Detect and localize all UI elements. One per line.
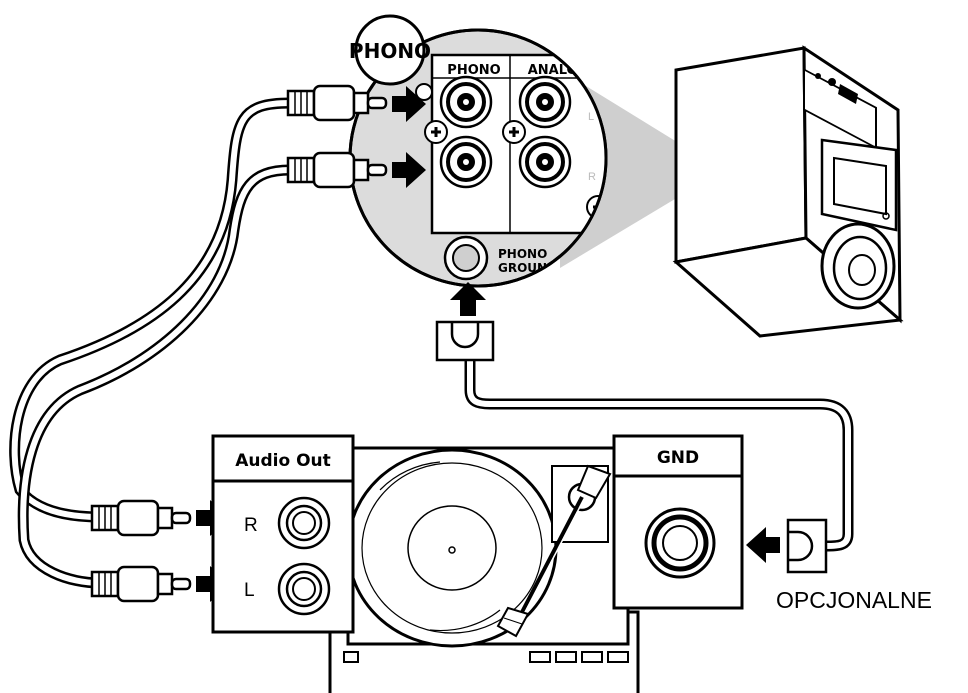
analog-jack-left <box>518 75 572 129</box>
phono-badge: PHONO <box>349 14 431 86</box>
gnd-title: GND <box>657 448 699 468</box>
arrow-up-icon <box>450 282 486 316</box>
arrow-right-icon <box>392 152 426 188</box>
audio-out-panel: Audio Out R L <box>211 434 355 634</box>
screw-icon <box>424 120 448 144</box>
arrow-right-icon <box>392 86 426 122</box>
analog-jack-right <box>518 135 572 189</box>
speaker <box>560 45 904 338</box>
rca-plug <box>90 499 192 537</box>
phono-ground-label-line1: PHONO <box>498 247 547 261</box>
rca-plug <box>286 84 388 122</box>
analog-header: ANALOG <box>528 63 589 78</box>
left-channel-mark: L <box>588 111 594 123</box>
arrow-left-icon <box>746 527 780 563</box>
tonearm <box>496 464 612 638</box>
ground-wire <box>435 282 854 574</box>
spade-connector <box>435 320 495 362</box>
gnd-terminal <box>644 507 716 579</box>
speaker-input-panel-zoom: PHONO ANALOG L R PHONO GROUND PHONO <box>348 14 608 288</box>
rca-plug <box>286 151 388 189</box>
screw-icon <box>415 83 433 101</box>
right-channel-mark: R <box>588 171 596 183</box>
phono-badge-text: PHONO <box>349 39 431 63</box>
phono-jack-right <box>439 135 493 189</box>
spade-connector <box>786 518 828 574</box>
phono-jack-left <box>439 75 493 129</box>
gnd-panel: GND <box>612 434 744 610</box>
phono-ground-terminal <box>443 235 489 281</box>
audio-out-title: Audio Out <box>235 451 331 471</box>
rca-cable-pair <box>9 84 426 603</box>
phono-header: PHONO <box>447 63 500 78</box>
channel-l-label: L <box>244 580 255 601</box>
channel-r-label: R <box>244 515 258 536</box>
optional-note: OPCJONALNE <box>776 587 932 613</box>
phono-ground-label-line2: GROUND <box>498 261 557 275</box>
turntable: Audio Out R L GND <box>211 434 744 693</box>
audio-out-jack-l <box>277 562 331 616</box>
audio-out-jack-r <box>277 496 331 550</box>
rca-plug <box>90 565 192 603</box>
screw-icon <box>502 120 526 144</box>
record-platter <box>346 448 558 648</box>
